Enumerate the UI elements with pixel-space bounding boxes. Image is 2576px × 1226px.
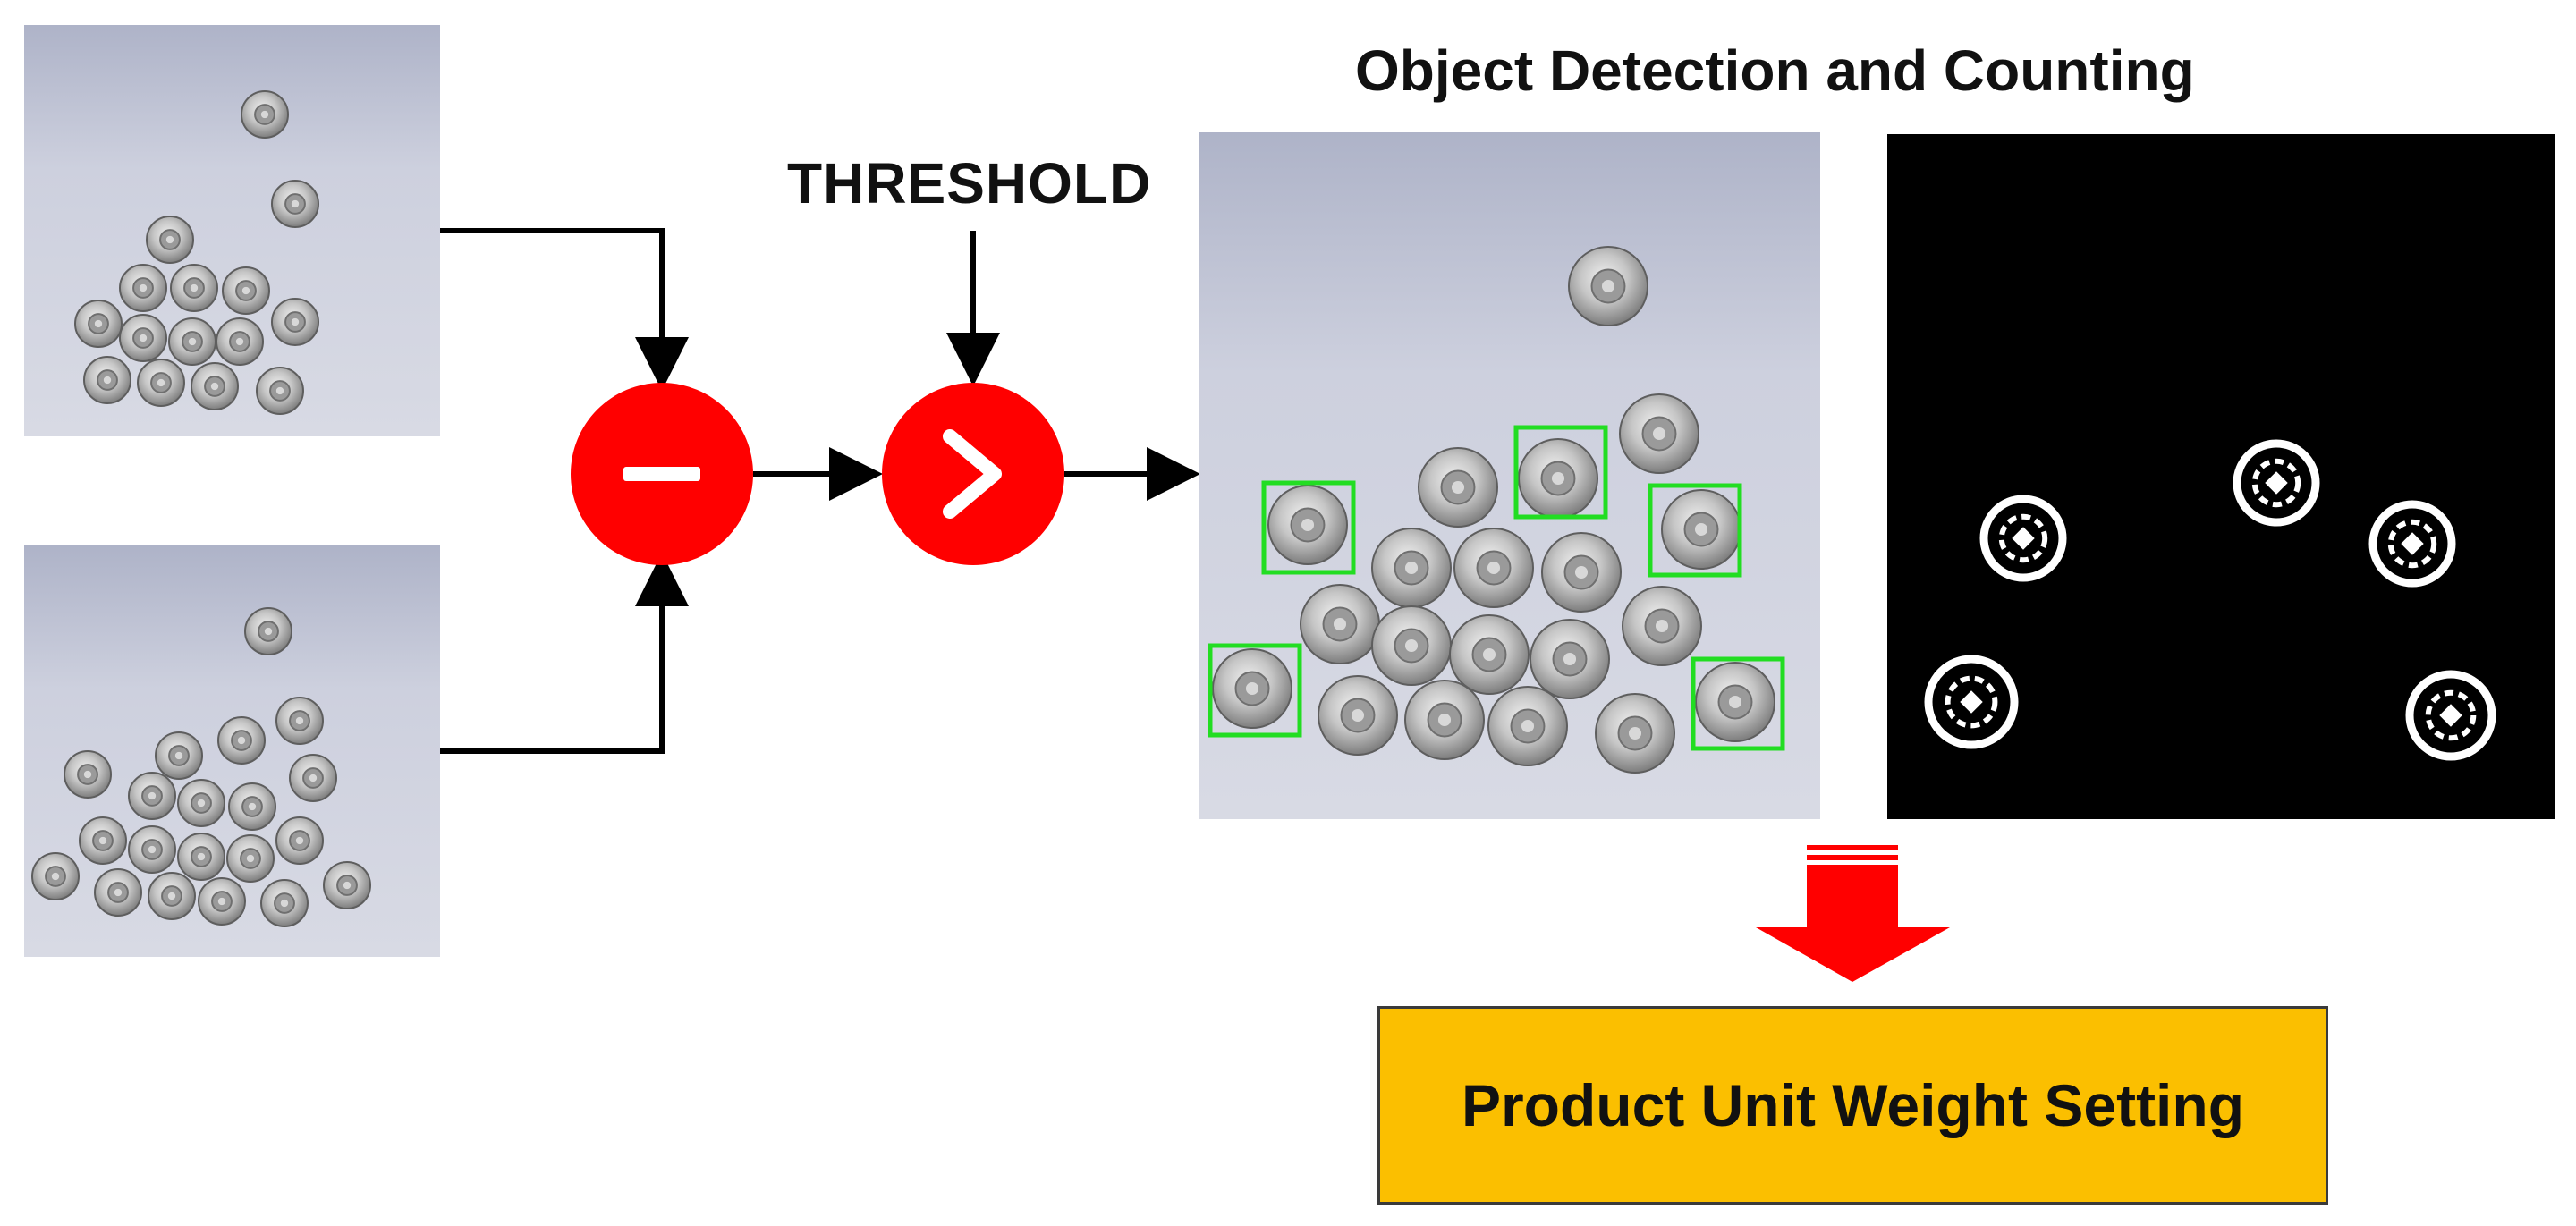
washer xyxy=(79,816,127,865)
washer xyxy=(31,852,80,900)
washer xyxy=(1568,246,1648,326)
binary-blob xyxy=(1924,655,2019,749)
washer xyxy=(1695,662,1775,742)
washer xyxy=(1661,489,1741,570)
washer xyxy=(1371,528,1452,608)
washer xyxy=(137,359,185,407)
unit-weight-setting-label: Product Unit Weight Setting xyxy=(1461,1072,2245,1138)
washer xyxy=(217,716,266,765)
washer xyxy=(244,607,292,655)
washer xyxy=(1404,680,1485,760)
washer xyxy=(226,834,275,883)
binary-mask-image xyxy=(1887,134,2555,819)
input-image-current xyxy=(24,545,440,957)
washer xyxy=(1449,614,1530,695)
washer xyxy=(1318,675,1398,756)
washer xyxy=(155,731,203,780)
washer xyxy=(1212,648,1292,729)
washer xyxy=(1622,586,1702,666)
input-image-background xyxy=(24,25,440,436)
detection-box xyxy=(1648,483,1742,578)
threshold-label: THRESHOLD xyxy=(787,151,1152,216)
washer xyxy=(216,317,264,366)
washer xyxy=(83,356,131,404)
washer xyxy=(1453,528,1534,608)
washer xyxy=(1371,605,1452,686)
washer xyxy=(289,754,337,802)
detection-result-image xyxy=(1199,132,1820,819)
washer xyxy=(271,180,319,228)
washer xyxy=(1267,485,1348,565)
detection-box xyxy=(1208,643,1302,738)
washer xyxy=(148,872,196,920)
washer xyxy=(170,264,218,312)
washer xyxy=(275,697,324,745)
washer xyxy=(241,90,289,139)
unit-weight-setting-box: Product Unit Weight Setting xyxy=(1377,1006,2328,1205)
binary-blob xyxy=(2405,670,2496,761)
washer xyxy=(222,266,270,315)
washer xyxy=(1300,584,1380,664)
detection-title: Object Detection and Counting xyxy=(1355,38,2195,103)
binary-blob xyxy=(2233,439,2320,527)
washer xyxy=(74,300,123,348)
washer xyxy=(128,825,176,874)
washer xyxy=(168,317,216,366)
washer xyxy=(94,868,142,917)
washer xyxy=(1518,438,1598,519)
washer xyxy=(64,750,112,799)
detection-box xyxy=(1690,656,1785,751)
detection-box xyxy=(1261,480,1356,575)
binary-blob xyxy=(1979,495,2067,582)
washer xyxy=(146,216,194,264)
washer xyxy=(1541,532,1622,613)
binary-blob xyxy=(2368,500,2456,588)
down-arrow-icon xyxy=(1756,845,1950,982)
washer xyxy=(1619,393,1699,474)
greater-than-icon xyxy=(882,383,1064,565)
washer xyxy=(177,833,225,881)
washer xyxy=(323,861,371,909)
washer xyxy=(1595,693,1675,774)
washer xyxy=(119,264,167,312)
connector-top-input xyxy=(440,228,689,391)
washer xyxy=(1487,686,1568,766)
washer xyxy=(260,879,309,927)
minus-icon xyxy=(571,383,753,565)
washer xyxy=(128,772,176,820)
washer xyxy=(198,877,246,926)
washer xyxy=(119,314,167,362)
washer xyxy=(177,779,225,827)
detection-box xyxy=(1513,425,1608,520)
washer xyxy=(271,298,319,346)
connector-bottom-input xyxy=(440,553,689,754)
washer xyxy=(191,362,239,410)
washer xyxy=(256,367,304,415)
washer xyxy=(1418,447,1498,528)
washer xyxy=(228,782,276,831)
washer xyxy=(275,816,324,865)
washer xyxy=(1530,619,1610,699)
